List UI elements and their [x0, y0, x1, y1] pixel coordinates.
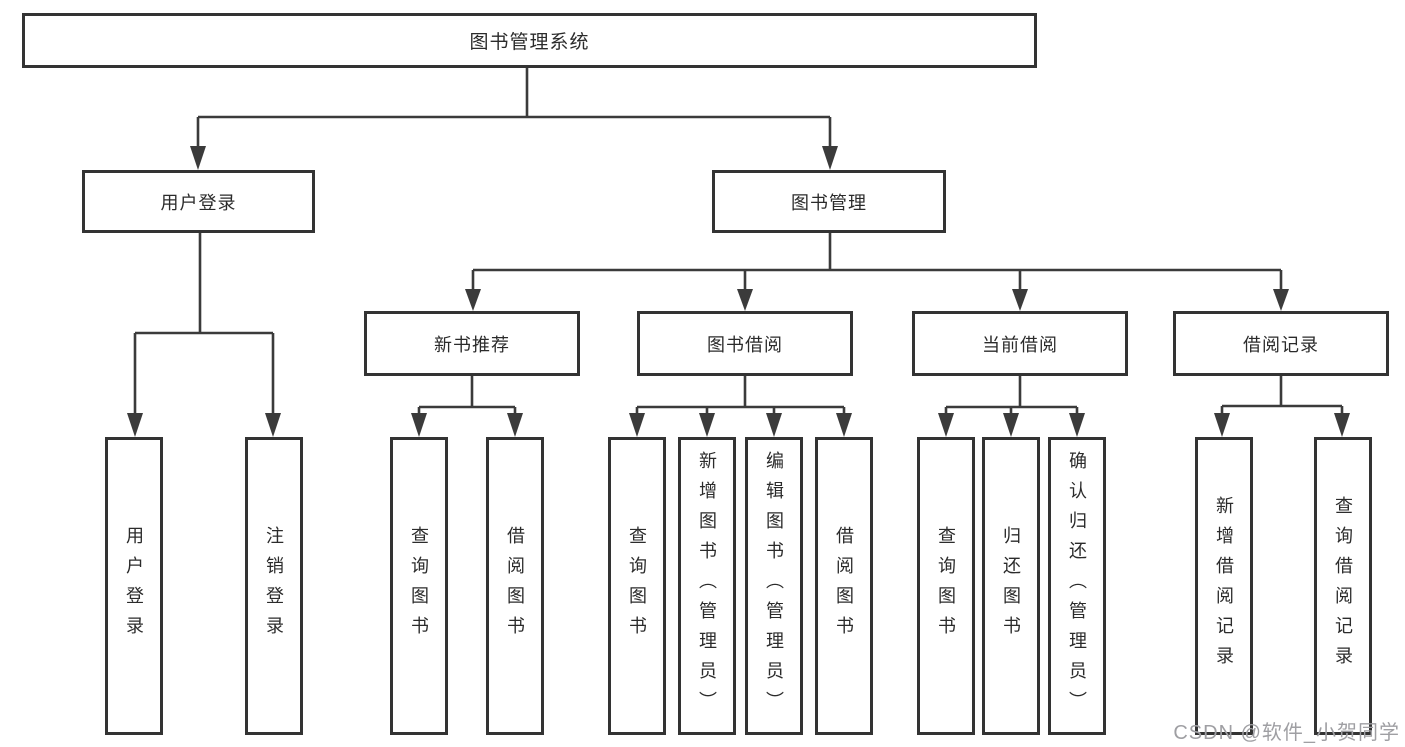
leaf-current-query-books: 查询图书 [917, 437, 975, 735]
leaf-user-login-label: 用户登录 [124, 526, 144, 646]
arrowhead [629, 413, 645, 437]
node-user-login: 用户登录 [82, 170, 315, 233]
arrowhead [507, 413, 523, 437]
node-book-borrow: 图书借阅 [637, 311, 853, 376]
arrowhead [822, 146, 838, 170]
connector-new-rec-children [411, 376, 523, 437]
arrowhead [699, 413, 715, 437]
leaf-logout-label: 注销登录 [264, 526, 284, 646]
node-current-borrow-label: 当前借阅 [982, 334, 1058, 355]
connector-root-to-level1 [190, 68, 838, 170]
leaf-borrow-edit-books-admin-label: 编辑图书（管理员） [764, 451, 784, 721]
connector-book-borrow-children [629, 376, 852, 437]
arrowhead [411, 413, 427, 437]
node-book-borrow-label: 图书借阅 [707, 334, 783, 355]
leaf-borrow-add-books-admin: 新增图书（管理员） [678, 437, 736, 735]
leaf-borrow-borrow-books: 借阅图书 [815, 437, 873, 735]
leaf-borrow-query-books: 查询图书 [608, 437, 666, 735]
leaf-newrec-borrow-books-label: 借阅图书 [505, 526, 525, 646]
leaf-record-add-record-label: 新增借阅记录 [1214, 496, 1234, 676]
arrowhead [1273, 289, 1289, 311]
leaf-borrow-query-books-label: 查询图书 [627, 526, 647, 646]
leaf-record-query-record-label: 查询借阅记录 [1333, 496, 1353, 676]
leaf-user-login: 用户登录 [105, 437, 163, 735]
node-borrow-record-label: 借阅记录 [1243, 334, 1319, 355]
connector-borrow-record-children [1214, 376, 1350, 437]
leaf-newrec-borrow-books: 借阅图书 [486, 437, 544, 735]
arrowhead [465, 289, 481, 311]
node-root: 图书管理系统 [22, 13, 1037, 68]
arrowhead [190, 146, 206, 170]
leaf-current-query-books-label: 查询图书 [936, 526, 956, 646]
node-root-label: 图书管理系统 [469, 32, 590, 53]
leaf-borrow-borrow-books-label: 借阅图书 [834, 526, 854, 646]
node-user-login-label: 用户登录 [160, 192, 237, 213]
arrowhead [737, 289, 753, 311]
arrowhead [836, 413, 852, 437]
leaf-current-confirm-return-admin-label: 确认归还（管理员） [1067, 451, 1087, 721]
leaf-current-return-books-label: 归还图书 [1001, 526, 1021, 646]
node-book-mgmt-label: 图书管理 [791, 192, 867, 213]
leaf-record-query-record: 查询借阅记录 [1314, 437, 1372, 735]
arrowhead [1334, 413, 1350, 437]
arrowhead [938, 413, 954, 437]
node-new-book-rec-label: 新书推荐 [434, 334, 510, 355]
arrowhead [1012, 289, 1028, 311]
leaf-logout: 注销登录 [245, 437, 303, 735]
arrowhead [127, 413, 143, 437]
leaf-newrec-query-books: 查询图书 [390, 437, 448, 735]
node-new-book-rec: 新书推荐 [364, 311, 580, 376]
arrowhead [1069, 413, 1085, 437]
arrowhead [265, 413, 281, 437]
connector-user-login-children [127, 233, 281, 437]
csdn-watermark: CSDN @软件_小贺同学 [1173, 722, 1400, 744]
arrowhead [1003, 413, 1019, 437]
leaf-current-return-books: 归还图书 [982, 437, 1040, 735]
connector-current-borrow-children [938, 376, 1085, 437]
node-current-borrow: 当前借阅 [912, 311, 1128, 376]
arrowhead [1214, 413, 1230, 437]
leaf-borrow-add-books-admin-label: 新增图书（管理员） [697, 451, 717, 721]
node-book-mgmt: 图书管理 [712, 170, 946, 233]
leaf-current-confirm-return-admin: 确认归还（管理员） [1048, 437, 1106, 735]
leaf-newrec-query-books-label: 查询图书 [409, 526, 429, 646]
connector-book-mgmt-to-level2 [465, 233, 1289, 311]
node-borrow-record: 借阅记录 [1173, 311, 1389, 376]
leaf-borrow-edit-books-admin: 编辑图书（管理员） [745, 437, 803, 735]
arrowhead [766, 413, 782, 437]
leaf-record-add-record: 新增借阅记录 [1195, 437, 1253, 735]
